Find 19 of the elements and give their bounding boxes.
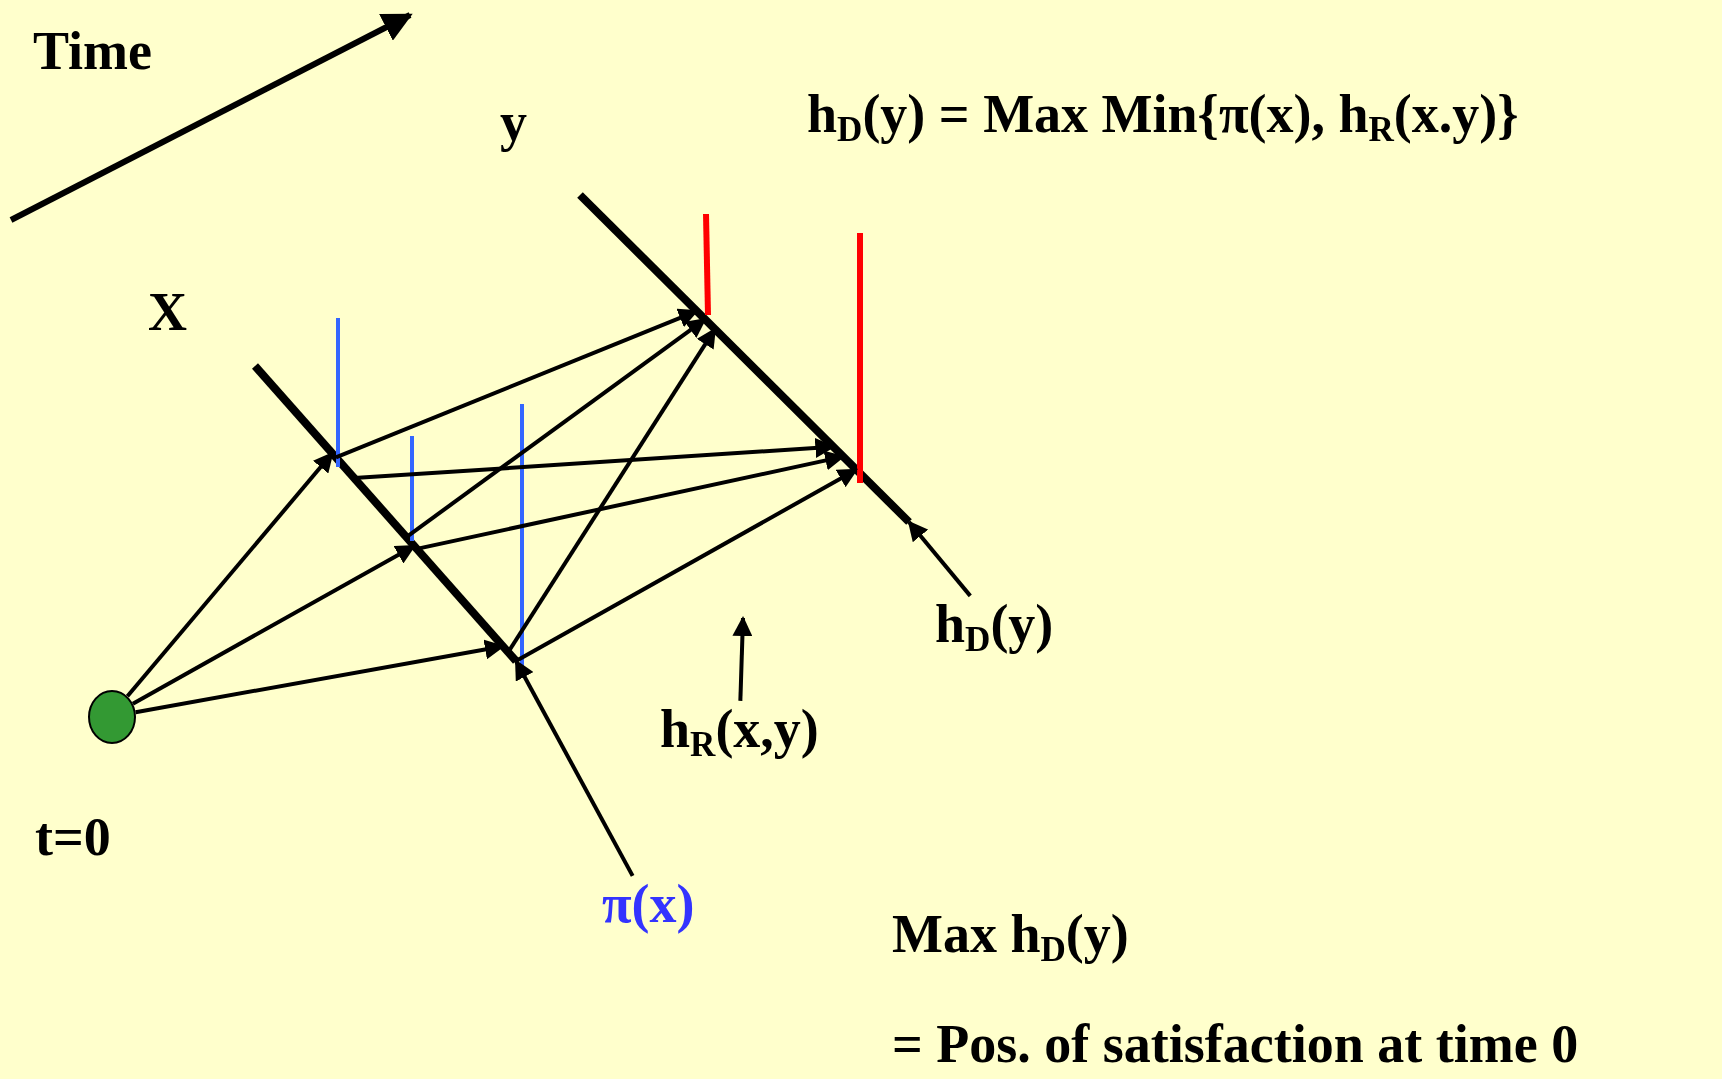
formula: Max h$_{D}$(y): [892, 905, 1129, 965]
leader-line: [907, 520, 972, 598]
note-text: = Pos. of satisfaction at time 0: [892, 1015, 1579, 1075]
line-label: y: [500, 92, 527, 152]
arrow: [515, 467, 859, 663]
leader-line: [732, 616, 753, 701]
heading: Time: [33, 22, 152, 82]
leader-label: h$_{R}$(x,y): [660, 700, 819, 760]
arrow: [131, 544, 416, 706]
time-label: t=0: [35, 808, 111, 868]
arrow: [506, 327, 717, 654]
leader-line: [514, 659, 635, 877]
line-label: X: [148, 282, 187, 342]
leader-label: h$_{D}$(y): [935, 595, 1054, 655]
arrow: [405, 317, 707, 539]
formula: h$_{D}$(y) = Max Min{π(x), h$_{R}$(x.y)}: [807, 85, 1519, 145]
arrow: [125, 451, 334, 698]
start-dot: [88, 690, 136, 744]
leader-label: π(x): [602, 875, 695, 935]
